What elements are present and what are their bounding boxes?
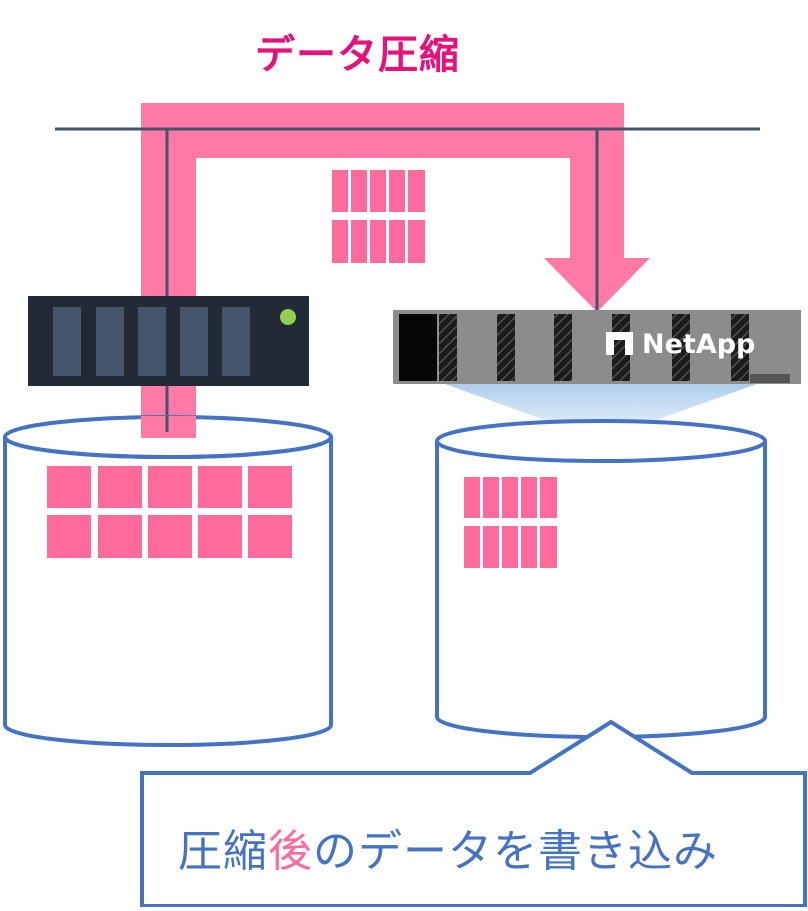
callout-text: 圧縮後のデータを書き込み <box>178 815 718 879</box>
flow-arrow-band <box>141 103 650 420</box>
source-server <box>28 296 309 386</box>
compressed-blocks-stored <box>464 477 557 568</box>
target-volume <box>435 419 767 739</box>
callout-box <box>140 719 807 908</box>
callout-text-part1: 圧縮 <box>178 826 268 877</box>
diagram-title: データ圧縮 <box>255 32 460 78</box>
write-beam <box>445 384 757 440</box>
callout-text-accent: 後 <box>268 826 313 877</box>
status-led <box>280 309 296 325</box>
callout-text-part3: のデータを書き込み <box>313 826 718 877</box>
netapp-brand-label: NetApp <box>642 329 756 360</box>
uncompressed-blocks <box>47 466 292 558</box>
source-volume <box>2 415 333 747</box>
netapp-logo-icon <box>606 332 633 355</box>
netapp-appliance <box>393 310 801 384</box>
compressed-blocks-transit <box>332 170 425 263</box>
